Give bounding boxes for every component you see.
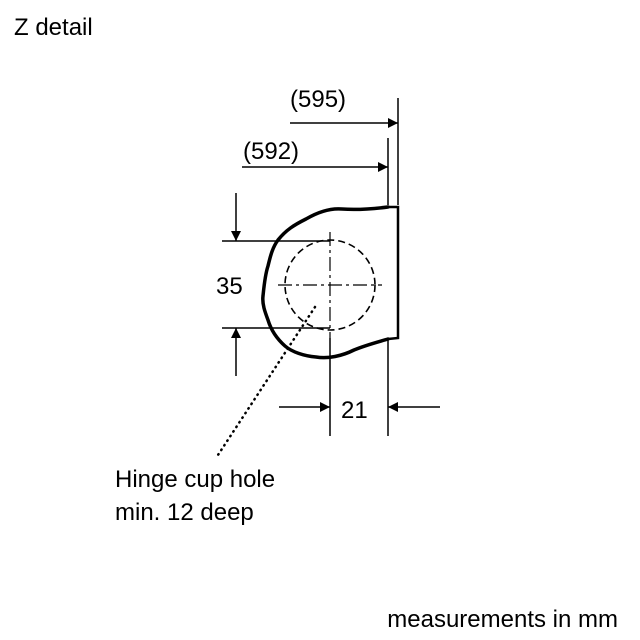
dimension-label-592: (592) <box>243 138 299 165</box>
callout-leader-line <box>216 305 317 457</box>
dimension-label-35: 35 <box>216 273 243 300</box>
dimension-label-21: 21 <box>341 397 368 424</box>
dimension-label-595: (595) <box>290 86 346 113</box>
callout-line-2: min. 12 deep <box>115 499 254 526</box>
callout-line-1: Hinge cup hole <box>115 466 275 493</box>
door-edge-strip <box>387 205 400 341</box>
diagram-title: Z detail <box>14 14 93 41</box>
break-section-outline <box>261 205 390 360</box>
units-note: measurements in mm <box>387 606 618 633</box>
